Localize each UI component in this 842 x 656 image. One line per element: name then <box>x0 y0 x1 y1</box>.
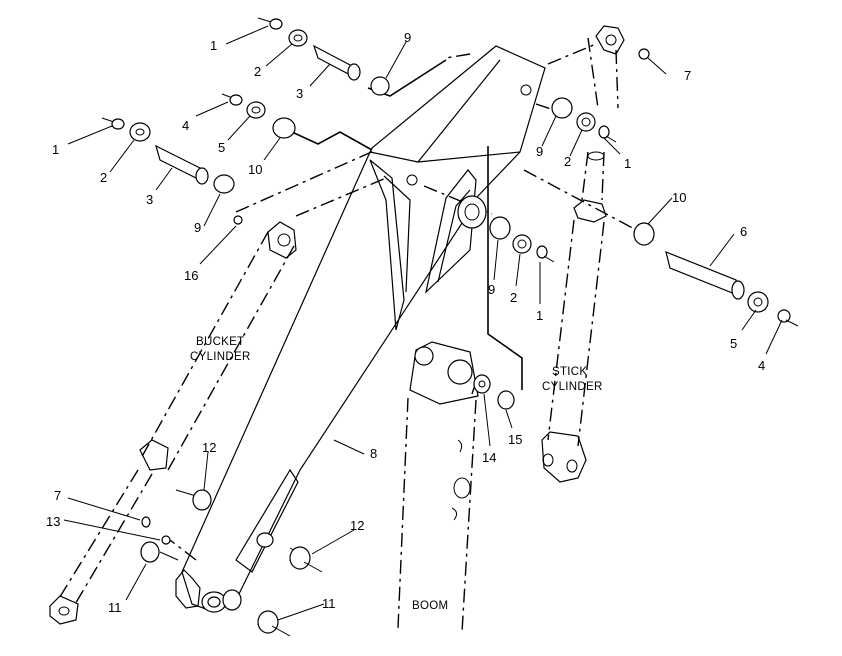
callout-15: 15 <box>508 432 522 447</box>
callout-1: 1 <box>624 156 631 171</box>
parts-lower <box>140 489 323 637</box>
stick-cylinder-caption-line2: CYLINDER <box>542 381 603 393</box>
stick-arm <box>175 45 546 613</box>
callout-1: 1 <box>52 142 59 157</box>
callout-labels: 1 2 3 9 7 4 5 10 1 2 3 9 16 9 2 1 10 6 5… <box>46 30 765 615</box>
callout-9: 9 <box>488 282 495 297</box>
callout-5: 5 <box>218 140 225 155</box>
callout-1: 1 <box>536 308 543 323</box>
callout-12: 12 <box>350 518 364 533</box>
callout-7: 7 <box>54 488 61 503</box>
callout-9: 9 <box>536 144 543 159</box>
callout-2: 2 <box>100 170 107 185</box>
boom-caption: BOOM <box>412 600 448 612</box>
callout-3: 3 <box>146 192 153 207</box>
callout-6: 6 <box>740 224 747 239</box>
parts-center <box>457 195 555 410</box>
assembly-lines <box>169 43 641 561</box>
callout-10: 10 <box>672 190 686 205</box>
parts-upper-left <box>101 17 390 225</box>
bucket-cylinder <box>49 221 297 625</box>
callout-3: 3 <box>296 86 303 101</box>
callout-13: 13 <box>46 514 60 529</box>
callout-12: 12 <box>202 440 216 455</box>
callout-5: 5 <box>730 336 737 351</box>
boom <box>397 341 479 633</box>
stick-cylinder-caption-line1: STICK <box>552 366 587 378</box>
stick-cylinder <box>541 25 625 483</box>
callout-4: 4 <box>758 358 765 373</box>
callout-11: 11 <box>108 600 122 615</box>
callout-2: 2 <box>564 154 571 169</box>
bucket-cylinder-caption-line1: BUCKET <box>196 336 244 348</box>
callout-2: 2 <box>254 64 261 79</box>
callout-16: 16 <box>184 268 198 283</box>
parts-right <box>551 48 799 327</box>
callout-11: 11 <box>322 596 336 611</box>
callout-7: 7 <box>684 68 691 83</box>
callout-4: 4 <box>182 118 189 133</box>
callout-9: 9 <box>194 220 201 235</box>
leader-lines <box>63 25 783 621</box>
callout-10: 10 <box>248 162 262 177</box>
callout-2: 2 <box>510 290 517 305</box>
callout-9: 9 <box>404 30 411 45</box>
callout-1: 1 <box>210 38 217 53</box>
callout-14: 14 <box>482 450 496 465</box>
callout-8: 8 <box>370 446 377 461</box>
bucket-cylinder-caption-line2: CYLINDER <box>190 351 251 363</box>
